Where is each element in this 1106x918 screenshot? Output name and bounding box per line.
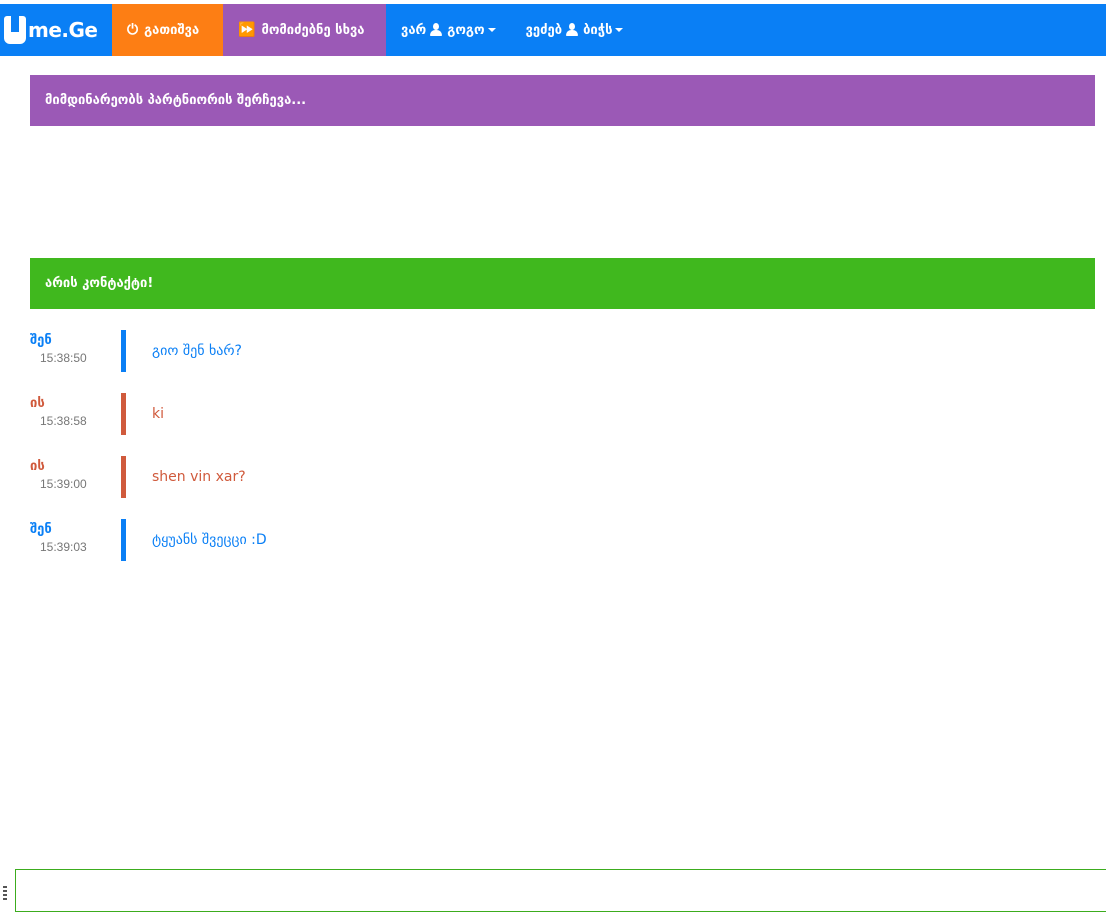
message-sender: შენ <box>30 333 52 348</box>
message-item: შენ 15:38:50 გიო შენ ხარ? <box>30 330 1095 372</box>
site-logo[interactable]: me.Ge <box>0 4 112 56</box>
message-input[interactable] <box>15 869 1106 912</box>
message-divider <box>121 393 126 435</box>
find-another-button[interactable]: ⏩ მომიძებნე სხვა <box>223 4 386 56</box>
logo-icon <box>4 16 26 44</box>
disconnect-label: გათიშვა <box>144 22 200 38</box>
disconnect-button[interactable]: ⏻ გათიშვა <box>112 4 223 56</box>
i-am-prefix: ვარ <box>401 22 427 38</box>
message-text: ტყუანს შვეცცი :D <box>152 532 267 548</box>
message-item: ის 15:38:58 ki <box>30 393 1095 435</box>
male-user-icon <box>566 23 579 37</box>
i-am-value: გოგო <box>447 22 485 38</box>
message-time: 15:39:00 <box>40 477 87 491</box>
message-text: ki <box>152 406 164 422</box>
connected-status-banner: არის კონტაქტი! <box>30 258 1095 309</box>
i-am-dropdown[interactable]: ვარ გოგო <box>386 4 511 56</box>
message-divider <box>121 519 126 561</box>
top-navbar: me.Ge ⏻ გათიშვა ⏩ მომიძებნე სხვა ვარ გოგ… <box>0 4 1106 56</box>
chevron-down-icon <box>615 28 624 32</box>
message-divider <box>121 456 126 498</box>
message-time: 15:38:50 <box>40 351 87 365</box>
female-user-icon <box>430 23 443 37</box>
message-item: შენ 15:39:03 ტყუანს შვეცცი :D <box>30 519 1095 561</box>
message-divider <box>121 330 126 372</box>
find-another-label: მომიძებნე სხვა <box>261 22 365 38</box>
looking-for-value: ბიჭს <box>583 22 613 38</box>
logo-text: me.Ge <box>28 18 98 42</box>
message-item: ის 15:39:00 shen vin xar? <box>30 456 1095 498</box>
fast-forward-icon: ⏩ <box>238 22 256 38</box>
message-text: shen vin xar? <box>152 469 246 485</box>
looking-for-dropdown[interactable]: ვეძებ ბიჭს <box>511 4 639 56</box>
looking-for-prefix: ვეძებ <box>525 22 563 38</box>
power-icon: ⏻ <box>127 22 139 38</box>
message-sender: ის <box>30 396 45 411</box>
message-time: 15:39:03 <box>40 540 87 554</box>
chevron-down-icon <box>487 28 496 32</box>
menu-handle-icon[interactable] <box>2 884 8 908</box>
message-sender: შენ <box>30 522 52 537</box>
message-list: შენ 15:38:50 გიო შენ ხარ? ის 15:38:58 ki… <box>30 330 1095 582</box>
searching-status-banner: მიმდინარეობს პარტნიორის შერჩევა... <box>30 75 1095 126</box>
message-sender: ის <box>30 459 45 474</box>
message-time: 15:38:58 <box>40 414 87 428</box>
message-text: გიო შენ ხარ? <box>152 343 242 359</box>
